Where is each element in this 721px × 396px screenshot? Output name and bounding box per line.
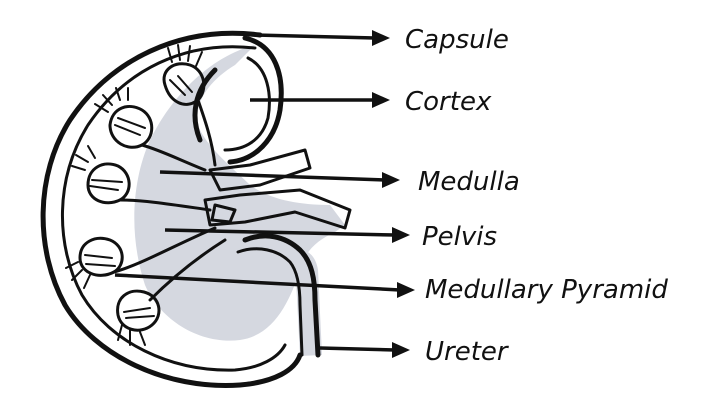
calyx-2: [95, 88, 152, 147]
ureter-label: Ureter: [425, 337, 510, 367]
medullary-pyramid-label: Medullary Pyramid: [425, 275, 668, 305]
cortex-label: Cortex: [405, 87, 492, 117]
capsule-label: Capsule: [405, 25, 509, 55]
capsule-pointer: [255, 30, 390, 46]
cortex-line: [225, 58, 269, 150]
medulla-label: Medulla: [418, 167, 520, 197]
cortex-pointer: [250, 92, 390, 108]
calyx-3: [72, 146, 129, 203]
pelvis-label: Pelvis: [422, 222, 497, 252]
ureter-pointer: [320, 342, 410, 358]
